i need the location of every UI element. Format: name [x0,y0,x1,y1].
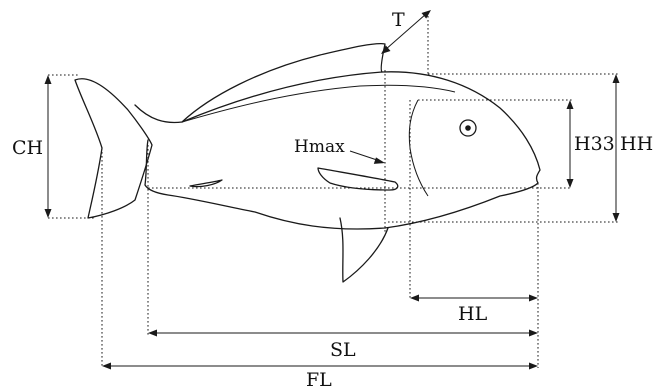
anal-fin [189,179,223,188]
label-HL: HL [458,303,488,325]
guide-lines [48,12,620,368]
measurement-labels: T CH Hmax H33 HH HL SL FL [12,9,653,389]
label-CH: CH [12,137,43,159]
label-H33: H33 [574,133,615,155]
gill-cover [408,99,429,197]
fish-illustration [74,42,541,283]
label-HH: HH [620,133,653,155]
caudal-fin [74,78,153,219]
pectoral-fin [317,167,399,191]
fish-body [134,71,541,230]
dorsal-fin [181,42,386,123]
pelvic-fin [339,217,389,283]
label-FL: FL [306,369,332,389]
eye-pupil [465,125,471,131]
label-SL: SL [330,339,356,361]
label-T: T [392,9,405,31]
dimension-arrows [44,10,620,370]
soft-dorsal-fin [181,84,456,123]
label-Hmax: Hmax [294,137,345,157]
eye [459,119,477,137]
